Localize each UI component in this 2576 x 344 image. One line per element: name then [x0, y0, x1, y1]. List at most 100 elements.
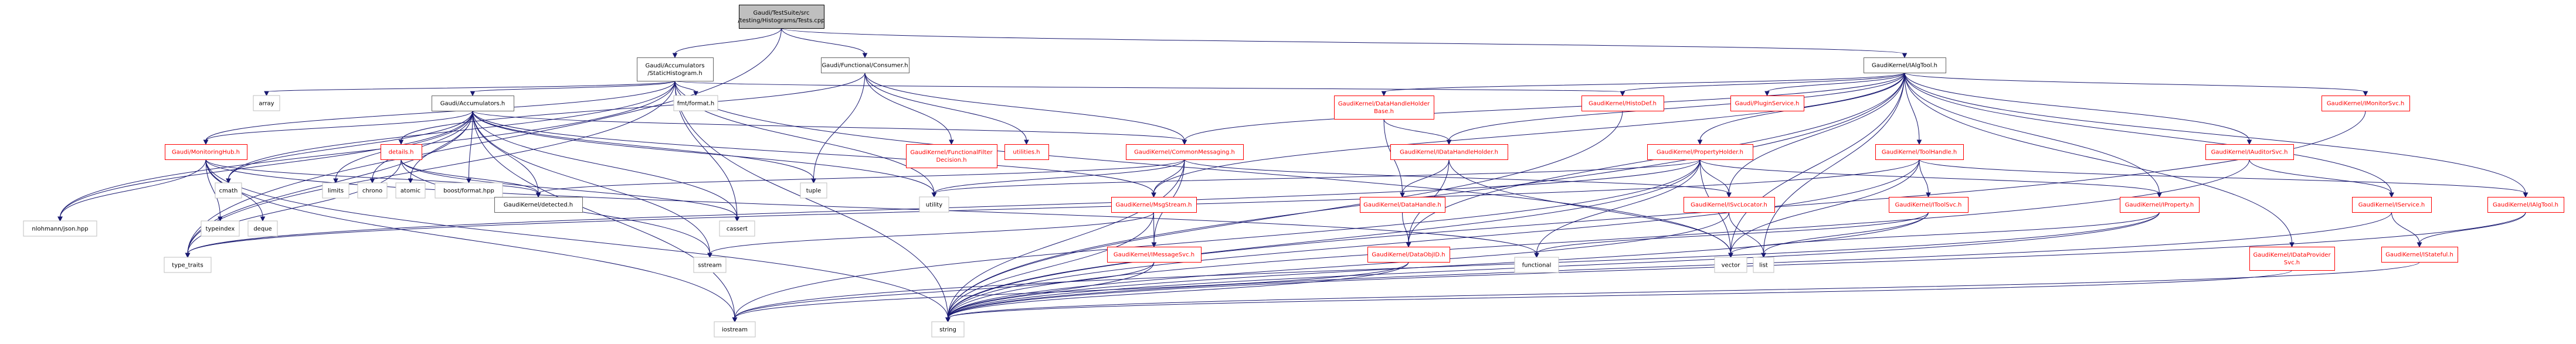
edge-arrowhead — [2363, 91, 2368, 97]
edge-arrowhead — [693, 91, 698, 97]
graph-node-monitoring-hub[interactable]: Gaudi/MonitoringHub.h — [165, 144, 247, 160]
graph-node-imonitor-svc[interactable]: GaudiKernel/IMonitorSvc.h — [2322, 96, 2410, 111]
graph-node-isvclocator[interactable]: GaudiKernel/ISvcLocator.h — [1684, 197, 1775, 213]
graph-node-plugin-svc[interactable]: Gaudi/PluginService.h — [1730, 96, 1804, 111]
dependency-edge — [1904, 72, 2160, 194]
graph-node-type-traits: type_traits — [164, 257, 212, 273]
node-label: /StaticHistogram.h — [647, 70, 702, 77]
edge-arrowhead — [226, 178, 231, 184]
graph-node-fmt-format: fmt/format.h — [673, 95, 718, 111]
dependency-edge — [1536, 212, 1929, 254]
node-label: utility — [926, 202, 943, 209]
dependency-edge — [538, 159, 1185, 194]
dependency-edge — [813, 72, 866, 180]
graph-node-ialgtool[interactable]: GaudiKernel/IAlgTool.h — [1864, 57, 1946, 73]
node-label: vector — [1722, 263, 1741, 269]
node-label: limits — [328, 188, 344, 195]
graph-node-msgstream[interactable]: GaudiKernel/MsgStream.h — [1111, 197, 1197, 213]
graph-node-utility: utility — [919, 196, 949, 213]
dependency-edge — [60, 110, 473, 218]
edge-arrowhead — [1902, 53, 1908, 59]
dependency-edge — [1730, 212, 2160, 254]
node-box — [381, 144, 422, 160]
graph-node-itoolsvc[interactable]: GaudiKernel/IToolSvc.h — [1889, 197, 1969, 213]
dependency-edge — [674, 80, 948, 319]
dependency-edge — [187, 159, 402, 254]
node-box — [821, 57, 909, 73]
graph-node-dataobjid[interactable]: GaudiKernel/DataObjID.h — [1367, 247, 1450, 263]
dependency-edge — [1184, 72, 1905, 141]
graph-node-toolhandle[interactable]: GaudiKernel/ToolHandle.h — [1875, 144, 1964, 160]
graph-node-common-messaging[interactable]: GaudiKernel/CommonMessaging.h — [1126, 144, 1244, 160]
node-label: Gaudi/PluginService.h — [1735, 101, 1800, 107]
graph-node-histodef[interactable]: GaudiKernel/HistoDef.h — [1581, 96, 1664, 111]
dependency-edge — [934, 159, 1185, 194]
graph-node-iproperty[interactable]: GaudiKernel/IProperty.h — [2120, 197, 2200, 213]
node-label: Svc.h — [2284, 260, 2300, 266]
node-box — [215, 182, 242, 199]
graph-node-vector: vector — [1714, 257, 1747, 273]
edge-arrowhead — [1697, 139, 1703, 145]
dependency-edge — [228, 80, 676, 180]
node-label: typeindex — [206, 226, 235, 233]
graph-node-details[interactable]: details.h — [381, 144, 422, 160]
dependency-edge — [228, 110, 473, 180]
node-label: functional — [1522, 263, 1552, 269]
node-box — [165, 144, 247, 160]
node-box — [1360, 197, 1445, 213]
node-label: deque — [253, 226, 271, 233]
node-box — [1581, 96, 1664, 111]
graph-node-utilities[interactable]: utilities.h — [1004, 144, 1049, 160]
edge-arrowhead — [1151, 242, 1157, 248]
dependency-edge — [472, 110, 738, 218]
node-label: GaudiKernel/IAlgTool.h — [2493, 202, 2558, 209]
edge-arrowhead — [1764, 91, 1770, 97]
edge-arrowhead — [2289, 242, 2295, 248]
node-label: GaudiKernel/ISvcLocator.h — [1691, 202, 1767, 209]
graph-node-root[interactable]: Gaudi/TestSuite/src/testing/Histograms/T… — [738, 5, 825, 29]
dependency-edge — [1153, 72, 1905, 194]
graph-node-ialgtool-h[interactable]: GaudiKernel/IAlgTool.h — [2487, 197, 2564, 213]
graph-node-accumulators[interactable]: Gaudi/Accumulators.h — [432, 96, 514, 111]
edge-arrowhead — [1916, 139, 1922, 145]
dependency-edge — [674, 80, 1623, 93]
node-label: GaudiKernel/IToolSvc.h — [1895, 202, 1962, 209]
dependency-edge — [1383, 118, 1450, 141]
node-box — [1714, 257, 1747, 273]
graph-node-detected[interactable]: GaudiKernel/detected.h — [494, 197, 583, 213]
node-label: GaudiKernel/IDataHandleHolder.h — [1400, 149, 1498, 156]
edge-arrowhead — [218, 216, 223, 222]
graph-node-func-consumer[interactable]: Gaudi/Functional/Consumer.h — [821, 57, 909, 73]
node-box — [1004, 144, 1049, 160]
dependency-edge — [1153, 212, 1155, 244]
dependency-edge — [1448, 159, 1731, 254]
dependency-edge — [472, 110, 935, 194]
dependency-edge — [1153, 159, 1185, 194]
graph-node-iauditor-svc[interactable]: GaudiKernel/IAuditorSvc.h — [2205, 144, 2294, 160]
graph-node-property-holder[interactable]: GaudiKernel/PropertyHolder.h — [1647, 144, 1753, 160]
graph-node-idhh[interactable]: GaudiKernel/IDataHandleHolder.h — [1390, 144, 1508, 160]
nodes-layer: Gaudi/TestSuite/src/testing/Histograms/T… — [23, 5, 2564, 338]
dependency-edge — [205, 110, 473, 141]
graph-node-imessage-svc[interactable]: GaudiKernel/IMessageSvc.h — [1107, 247, 1202, 263]
graph-node-static-hist[interactable]: Gaudi/Accumulators/StaticHistogram.h — [637, 57, 714, 81]
dependency-edge — [187, 159, 1920, 254]
dependency-edge — [205, 159, 1537, 254]
graph-node-chrono: chrono — [357, 182, 388, 199]
dependency-edge — [674, 28, 782, 55]
dependency-edge — [401, 159, 738, 218]
node-label: GaudiKernel/MsgStream.h — [1115, 202, 1192, 209]
dependency-edge — [60, 159, 206, 218]
edge-arrowhead — [945, 317, 951, 323]
edge-arrowhead — [931, 192, 937, 198]
dependency-edge — [948, 261, 1155, 319]
dependency-edge — [948, 159, 2250, 319]
graph-node-datahandle[interactable]: GaudiKernel/DataHandle.h — [1360, 197, 1445, 213]
graph-node-istateful[interactable]: GaudiKernel/IStateful.h — [2381, 247, 2458, 263]
node-box — [2205, 144, 2294, 160]
graph-node-iservice[interactable]: GaudiKernel/IService.h — [2352, 197, 2432, 213]
edge-arrowhead — [470, 91, 476, 97]
